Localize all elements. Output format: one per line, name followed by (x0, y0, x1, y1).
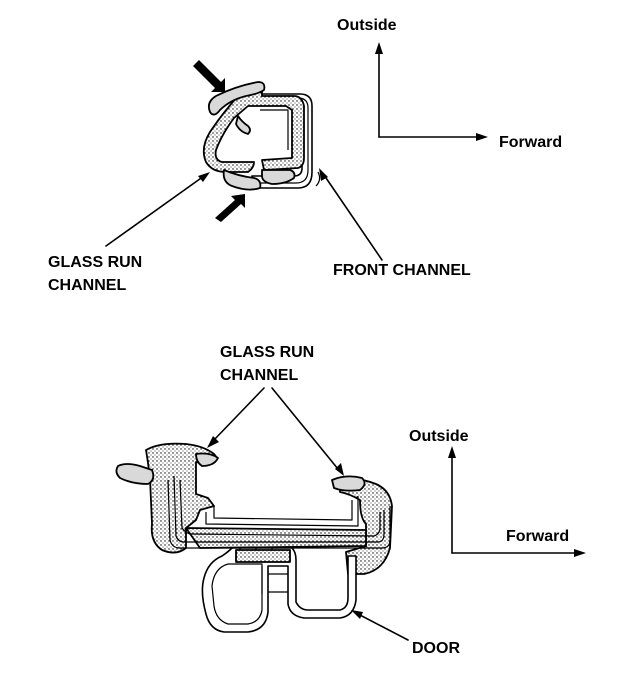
glass-run-left-leader-line (212, 387, 265, 442)
forward-label: Forward (499, 134, 562, 151)
glass-run-channel-section (202, 81, 305, 191)
glass-run-channel-label: GLASS RUN CHANNEL (48, 254, 147, 294)
lower-seal-arrow-icon (215, 194, 245, 222)
door-leader-line (357, 613, 409, 641)
outside-arrowhead-icon (448, 446, 456, 458)
axis-indicator-bottom: Outside Forward (409, 428, 586, 557)
door-leader-arrowhead-icon (351, 610, 363, 619)
glass-run-left-arrowhead-icon (207, 436, 219, 448)
glass-run-leader-arrowhead-icon (198, 172, 210, 182)
outside-label: Outside (337, 17, 397, 34)
front-channel-leader-line (323, 174, 383, 261)
forward-label: Forward (506, 528, 569, 545)
figure-top: Outside Forward (48, 17, 562, 294)
forward-arrowhead-icon (476, 133, 488, 141)
glass-run-right-arrowhead-icon (335, 463, 344, 476)
axis-indicator-top: Outside Forward (337, 17, 562, 151)
glass-run-channel-label: GLASS RUN CHANNEL (220, 344, 319, 384)
seal-pointer-arrows-top (193, 60, 245, 222)
outside-label: Outside (409, 428, 469, 445)
door-section (167, 475, 391, 633)
forward-arrowhead-icon (574, 549, 586, 557)
glass-run-leader-line (105, 175, 205, 247)
upper-seal-arrow-icon (193, 60, 225, 92)
front-channel-label: FRONT CHANNEL (333, 262, 471, 279)
glass-run-right-leader-line (271, 387, 339, 470)
outside-arrowhead-icon (375, 42, 383, 54)
front-channel-leader-arrowhead-icon (319, 168, 328, 181)
figure-bottom: Outside Forward (115, 344, 586, 657)
door-label: DOOR (412, 640, 460, 657)
